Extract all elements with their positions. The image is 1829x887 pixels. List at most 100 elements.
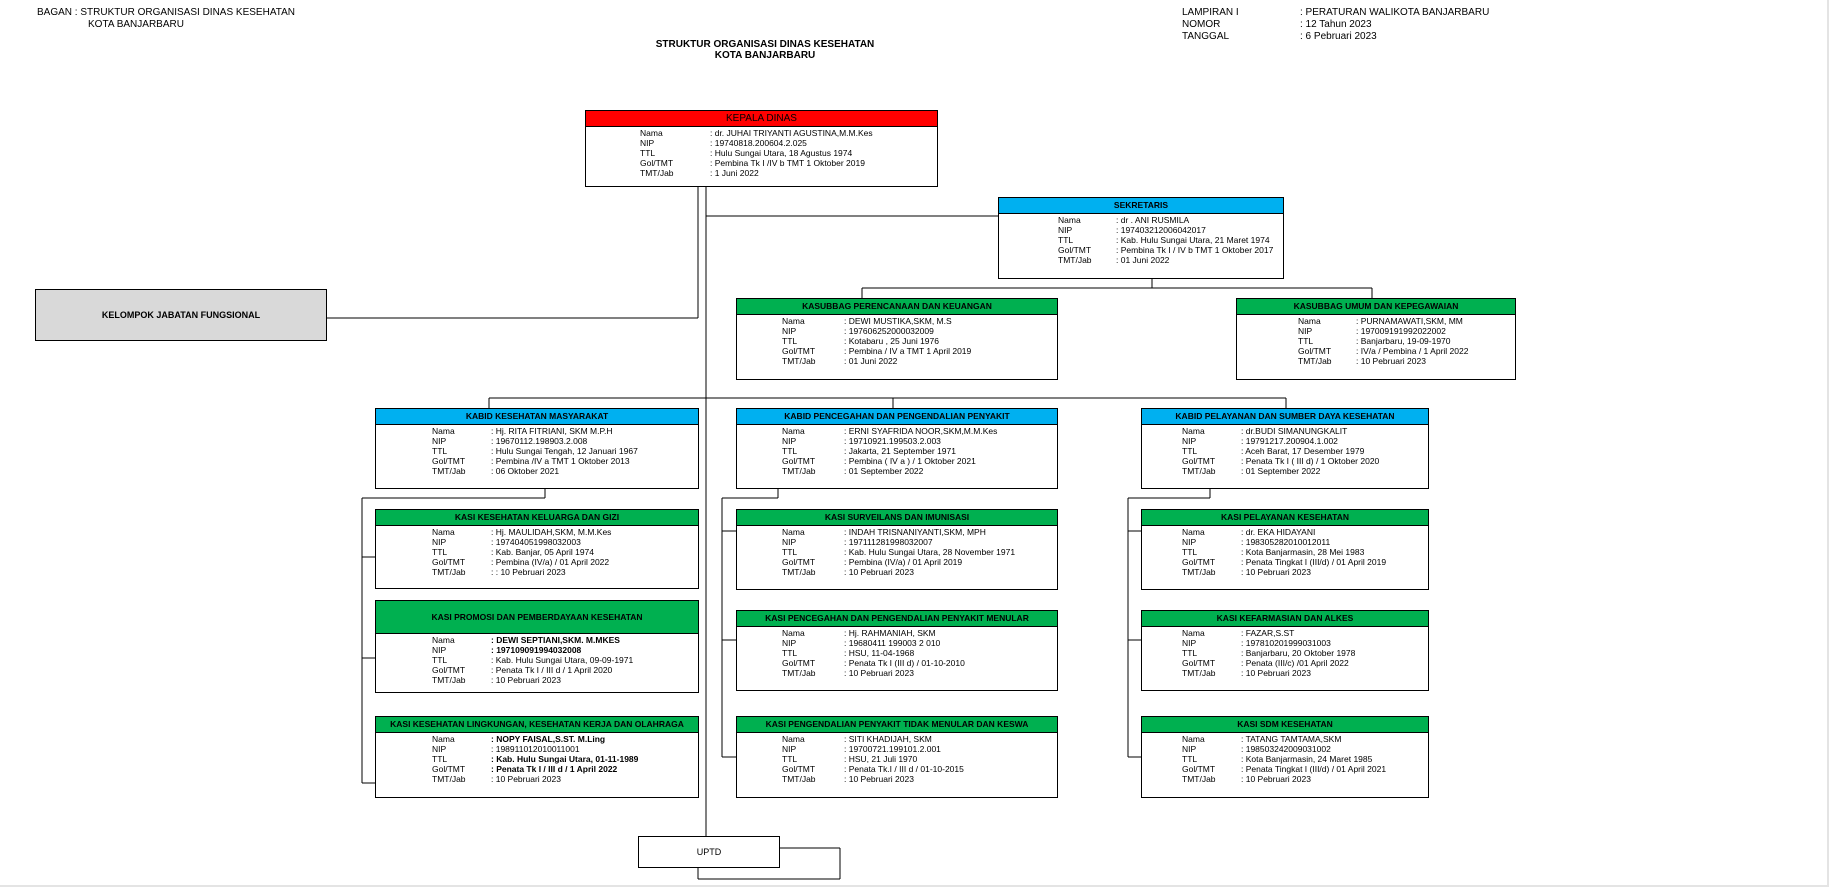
label-nip: NIP bbox=[432, 537, 447, 547]
kepala-title: KEPALA DINAS bbox=[586, 111, 937, 127]
label-ttl: TTL bbox=[432, 655, 448, 665]
value-ttl: : Kotabaru , 25 Juni 1976 bbox=[844, 336, 939, 346]
value-gol: : Penata Tk I (III d) / 01-10-2010 bbox=[844, 658, 965, 668]
kasi-yankes-title: KASI PELAYANAN KESEHATAN bbox=[1142, 510, 1428, 526]
label-ttl: TTL bbox=[782, 754, 798, 764]
label-ttl: TTL bbox=[1298, 336, 1314, 346]
box-kasi-promosi-pemberdayaan: KASI PROMOSI DAN PEMBERDAYAAN KESEHATAN N… bbox=[375, 600, 699, 693]
kabid-yankes-title: KABID PELAYANAN DAN SUMBER DAYA KESEHATA… bbox=[1142, 409, 1428, 425]
lampiran-label: LAMPIRAN I bbox=[1182, 7, 1239, 18]
value-tmt: : 01 September 2022 bbox=[844, 466, 924, 476]
value-nama: : DEWI SEPTIANI,SKM. M.MKES bbox=[491, 635, 620, 645]
kepala-details: Nama: dr. JUHAI TRIYANTI AGUSTINA,M.M.Ke… bbox=[586, 127, 937, 178]
label-tmt: TMT/Jab bbox=[432, 466, 466, 476]
detail-row-gol: Gol/TMT: Pembina / IV a TMT 1 April 2019 bbox=[737, 346, 1057, 356]
value-nip: : 19670112.198903.2.008 bbox=[491, 436, 588, 446]
header-left-line1: BAGAN : STRUKTUR ORGANISASI DINAS KESEHA… bbox=[37, 7, 296, 18]
detail-row-tmt: TMT/Jab: 10 Pebruari 2023 bbox=[376, 774, 698, 784]
label-nama: Nama bbox=[1182, 426, 1205, 436]
detail-row-nip: NIP: 19680411 199003 2 010 bbox=[737, 638, 1057, 648]
label-nama: Nama bbox=[1298, 316, 1321, 326]
kasi-ptm-title: KASI PENGENDALIAN PENYAKIT TIDAK MENULAR… bbox=[737, 717, 1057, 733]
kasi-p2pm-title: KASI PENCEGAHAN DAN PENGENDALIAN PENYAKI… bbox=[737, 611, 1057, 627]
label-tmt: TMT/Jab bbox=[640, 168, 674, 178]
detail-row-ttl: TTL: Kota Banjarmasin, 24 Maret 1985 bbox=[1142, 754, 1428, 764]
label-tmt: TMT/Jab bbox=[1058, 255, 1092, 265]
detail-row-nama: Nama: Hj. MAULIDAH,SKM, M.M.Kes bbox=[376, 527, 698, 537]
value-nip: : 197403212006042017 bbox=[1116, 225, 1206, 235]
label-ttl: TTL bbox=[782, 648, 798, 658]
kasi-sdm-title: KASI SDM KESEHATAN bbox=[1142, 717, 1428, 733]
label-nip: NIP bbox=[782, 744, 797, 754]
chart-title-line1: STRUKTUR ORGANISASI DINAS KESEHATAN bbox=[655, 39, 875, 50]
value-tmt: : 01 Juni 2022 bbox=[844, 356, 898, 366]
header-right: LAMPIRAN I: PERATURAN WALIKOTA BANJARBAR… bbox=[1182, 7, 1489, 43]
label-nip: NIP bbox=[782, 436, 797, 446]
label-gol: Gol/TMT bbox=[1182, 658, 1216, 668]
detail-row-gol: Gol/TMT: Penata Tk I / III d / 1 April 2… bbox=[376, 764, 698, 774]
label-ttl: TTL bbox=[1182, 446, 1198, 456]
value-nip: : 19700721.199101.2.001 bbox=[844, 744, 941, 754]
detail-row-nama: Nama: NOPY FAISAL,S.ST. M.Ling bbox=[376, 734, 698, 744]
label-nip: NIP bbox=[1182, 744, 1197, 754]
detail-row-tmt: TMT/Jab: 10 Pebruari 2023 bbox=[737, 567, 1057, 577]
label-nip: NIP bbox=[1182, 638, 1197, 648]
detail-row-nama: Nama : PURNAMAWATI,SKM, MM bbox=[1237, 316, 1515, 326]
value-nip: : 197009191992022002 bbox=[1356, 326, 1446, 336]
label-ttl: TTL bbox=[1182, 648, 1198, 658]
value-nama: : dr . ANI RUSMILA bbox=[1116, 215, 1190, 225]
detail-row-tmt: TMT/Jab: 10 Pebruari 2023 bbox=[1142, 668, 1428, 678]
label-ttl: TTL bbox=[432, 754, 448, 764]
label-ttl: TTL bbox=[782, 446, 798, 456]
box-kabid-pelayanan-sdk: KABID PELAYANAN DAN SUMBER DAYA KESEHATA… bbox=[1141, 408, 1429, 489]
kasi-promkes-title: KASI PROMOSI DAN PEMBERDAYAAN KESEHATAN bbox=[376, 601, 698, 634]
detail-row-ttl: TTL: Kota Banjarmasin, 28 Mei 1983 bbox=[1142, 547, 1428, 557]
value-tmt: : 10 Pebruari 2023 bbox=[1356, 356, 1426, 366]
kasi-farmasi-title: KASI KEFARMASIAN DAN ALKES bbox=[1142, 611, 1428, 627]
value-nama: : ERNI SYAFRIDA NOOR,SKM,M.M.Kes bbox=[844, 426, 998, 436]
kasi-kesga-title: KASI KESEHATAN KELUARGA DAN GIZI bbox=[376, 510, 698, 526]
detail-row-nip: NIP : 19700721.199101.2.001 bbox=[737, 744, 1057, 754]
detail-row-nip: NIP: 197109091994032008 bbox=[376, 645, 698, 655]
detail-row-ttl: TTL: HSU, 11-04-1968 bbox=[737, 648, 1057, 658]
label-gol: Gol/TMT bbox=[432, 764, 466, 774]
detail-row-nama: Nama: Hj. RITA FITRIANI, SKM M.P.H bbox=[376, 426, 698, 436]
value-nip: : 19791217.200904.1.002 bbox=[1241, 436, 1338, 446]
detail-row-nip: NIP: 19791217.200904.1.002 bbox=[1142, 436, 1428, 446]
label-tmt: TMT/Jab bbox=[432, 675, 466, 685]
value-nama: : dr. JUHAI TRIYANTI AGUSTINA,M.M.Kes bbox=[710, 128, 873, 138]
label-nama: Nama bbox=[432, 734, 455, 744]
detail-row-ttl: TTL: Kotabaru , 25 Juni 1976 bbox=[737, 336, 1057, 346]
box-kasi-kesehatan-lingkungan: KASI KESEHATAN LINGKUNGAN, KESEHATAN KER… bbox=[375, 716, 699, 798]
label-tmt: TMT/Jab bbox=[782, 774, 816, 784]
label-tmt: TMT/Jab bbox=[782, 567, 816, 577]
label-gol: Gol/TMT bbox=[782, 658, 816, 668]
detail-row-gol: Gol/TMT: Penata (III/c) /01 April 2022 bbox=[1142, 658, 1428, 668]
detail-row-nama: Nama: dr . ANI RUSMILA bbox=[999, 215, 1283, 225]
label-nama: Nama bbox=[782, 426, 805, 436]
label-tmt: TMT/Jab bbox=[432, 567, 466, 577]
detail-row-nama: Nama: dr.BUDI SIMANUNGKALIT bbox=[1142, 426, 1428, 436]
label-ttl: TTL bbox=[1182, 547, 1198, 557]
label-gol: Gol/TMT bbox=[432, 557, 466, 567]
value-tmt: : 1 Juni 2022 bbox=[710, 168, 759, 178]
detail-row-nip: NIP: 197009191992022002 bbox=[1237, 326, 1515, 336]
value-nama: : PURNAMAWATI,SKM, MM bbox=[1356, 316, 1463, 326]
label-gol: Gol/TMT bbox=[782, 346, 816, 356]
value-ttl: : Kab. Hulu Sungai Utara, 09-09-1971 bbox=[491, 655, 634, 665]
label-nama: Nama bbox=[782, 316, 805, 326]
label-nama: Nama bbox=[782, 734, 805, 744]
detail-row-ttl: TTL: Kab. Hulu Sungai Utara, 21 Maret 19… bbox=[999, 235, 1283, 245]
value-tmt: : 06 Oktober 2021 bbox=[491, 466, 560, 476]
kasi-kesling-title: KASI KESEHATAN LINGKUNGAN, KESEHATAN KER… bbox=[376, 717, 698, 733]
